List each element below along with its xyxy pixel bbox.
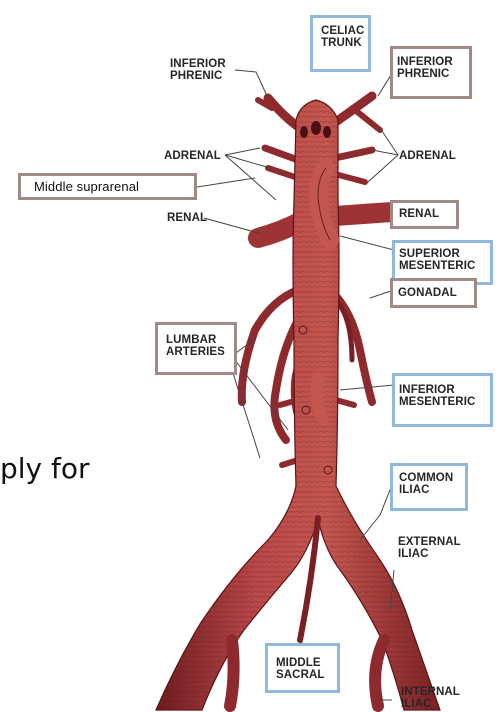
label-adrenal-left: ADRENAL bbox=[164, 150, 221, 162]
label-renal-right: RENAL bbox=[399, 208, 439, 220]
label-gonadal: GONADAL bbox=[398, 287, 457, 299]
label-adrenal-right: ADRENAL bbox=[399, 150, 456, 162]
label-superior-mesenteric: SUPERIOR MESENTERIC bbox=[399, 248, 475, 272]
label-external-iliac: EXTERNAL ILIAC bbox=[398, 536, 461, 560]
label-lumbar-arteries: LUMBAR ARTERIES bbox=[166, 334, 225, 358]
label-middle-suprarenal: Middle suprarenal bbox=[34, 180, 139, 194]
label-renal-left: RENAL bbox=[167, 212, 207, 224]
label-middle-sacral: MIDDLE SACRAL bbox=[276, 657, 325, 681]
label-inferior-phrenic-right: INFERIOR PHRENIC bbox=[397, 56, 453, 80]
label-internal-iliac: INTERNAL ILIAC bbox=[401, 686, 460, 710]
label-celiac-trunk: CELIAC TRUNK bbox=[321, 25, 364, 49]
label-common-iliac: COMMON ILIAC bbox=[399, 472, 453, 496]
slide-text-partial: ply for bbox=[0, 452, 90, 485]
label-inferior-phrenic-left: INFERIOR PHRENIC bbox=[170, 58, 226, 82]
label-inferior-mesenteric: INFERIOR MESENTERIC bbox=[399, 384, 475, 408]
